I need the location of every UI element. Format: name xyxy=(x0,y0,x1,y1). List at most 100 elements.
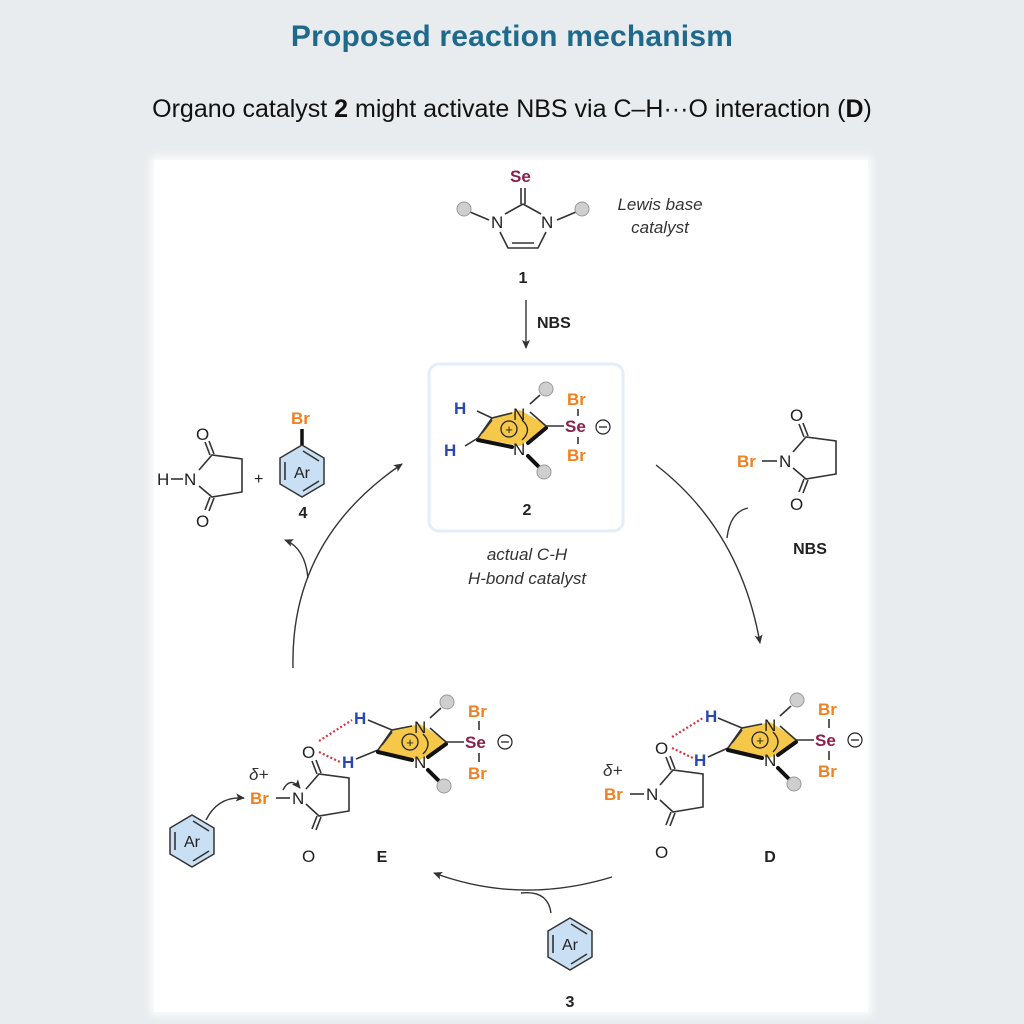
compound-1-caption: Lewis base xyxy=(617,195,702,214)
hydrogen-atom: H xyxy=(705,707,717,726)
imidazolium-ring xyxy=(378,724,448,760)
hydrogen-atom: H xyxy=(694,751,706,770)
nitrogen-atom: N xyxy=(779,452,791,471)
nitrogen-atom: N xyxy=(414,718,426,737)
intermediate-E: Ar δ+ Br N O O H H N N + Se xyxy=(169,694,513,868)
oxygen-atom: O xyxy=(655,739,668,758)
svg-text:+: + xyxy=(756,733,764,748)
oxygen-atom: O xyxy=(790,406,803,425)
hydrogen-atom: H xyxy=(157,470,169,489)
hydrogen-bond xyxy=(671,747,694,759)
substituent-circle xyxy=(786,776,802,792)
nitrogen-atom: N xyxy=(292,789,304,808)
nitrogen-atom: N xyxy=(184,470,196,489)
hydrogen-bond xyxy=(318,751,341,763)
cycle-arrow-2-to-D xyxy=(655,464,763,644)
compound-3: Ar 3 xyxy=(547,917,593,1011)
hydrogen-bond xyxy=(671,717,704,738)
nbs-label: NBS xyxy=(793,541,827,558)
bromine-atom: Br xyxy=(468,764,487,783)
svg-text:+: + xyxy=(406,735,414,750)
arene-label: Ar xyxy=(562,937,579,954)
compound-2-caption: H-bond catalyst xyxy=(468,569,587,588)
plus-sign: + xyxy=(254,471,263,488)
bromine-atom: Br xyxy=(291,409,310,428)
selenium-atom: Se xyxy=(815,731,836,750)
substituent-circle xyxy=(456,201,472,217)
cycle-arrow-E-to-2 xyxy=(292,463,403,669)
nitrogen-atom: N xyxy=(513,440,525,459)
compound-label-2: 2 xyxy=(523,502,532,519)
hydrogen-atom: H xyxy=(354,709,366,728)
arene-label: Ar xyxy=(184,834,201,851)
imidazolium-ring xyxy=(478,410,548,446)
positive-charge-icon xyxy=(751,731,769,749)
substituent-circle xyxy=(538,381,554,397)
oxygen-atom: O xyxy=(196,512,209,531)
bromine-atom: Br xyxy=(567,390,586,409)
intermediate-D: δ+ Br N O O H H N N + Se Br xyxy=(603,692,863,866)
products-group: H N O O + Ar Br 4 xyxy=(157,409,325,531)
substituent-circle xyxy=(574,201,590,217)
oxygen-atom: O xyxy=(302,847,315,866)
delta-plus-label: δ+ xyxy=(603,761,622,780)
plus-sign: + xyxy=(505,422,513,437)
nbs-reagent: Br N O O NBS xyxy=(737,406,837,558)
hydrogen-atom: H xyxy=(342,753,354,772)
hydrogen-atom: H xyxy=(454,399,466,418)
compound-label-3: 3 xyxy=(566,994,575,1011)
oxygen-atom: O xyxy=(655,843,668,862)
bromine-atom: Br xyxy=(818,700,837,719)
catalyst-2-box xyxy=(427,362,625,533)
bromine-atom: Br xyxy=(250,789,269,808)
positive-charge-icon xyxy=(401,733,419,751)
substituent-circle xyxy=(789,692,805,708)
nbs-entry-arrow xyxy=(726,507,749,539)
nitrogen-atom: N xyxy=(513,405,525,424)
subtitle-compound-ref: 2 xyxy=(334,95,349,123)
intermediate-label-E: E xyxy=(377,849,388,866)
substituent-circle xyxy=(439,694,455,710)
compound-1: Se N N Lewis base catalyst 1 xyxy=(456,167,703,287)
delta-plus-label: δ+ xyxy=(249,765,268,784)
subtitle: Organo catalyst 2 might activate NBS via… xyxy=(0,95,1024,124)
bromine-atom: Br xyxy=(737,452,756,471)
bromine-atom: Br xyxy=(567,446,586,465)
selenium-atom: Se xyxy=(565,417,586,436)
arene-3-entry-arrow xyxy=(520,891,552,914)
compound-label-1: 1 xyxy=(519,270,528,287)
reagent-label-nbs: NBS xyxy=(537,315,571,332)
cycle-arrow-D-to-E xyxy=(433,872,613,891)
nitrogen-atom: N xyxy=(646,785,658,804)
selenium-atom: Se xyxy=(465,733,486,752)
bromine-atom: Br xyxy=(468,702,487,721)
nitrogen-atom: N xyxy=(764,751,776,770)
compound-2-caption: actual C-H xyxy=(487,545,568,564)
curly-arrow xyxy=(205,793,245,821)
oxygen-atom: O xyxy=(790,495,803,514)
scheme-panel xyxy=(154,160,868,1012)
imidazolium-ring xyxy=(728,722,798,758)
positive-charge-icon xyxy=(500,420,518,438)
oxygen-atom: O xyxy=(302,743,315,762)
intermediate-label-D: D xyxy=(764,849,776,866)
substituent-circle xyxy=(436,778,452,794)
nitrogen-atom-right: N xyxy=(541,213,553,232)
hydrogen-atom: H xyxy=(444,441,456,460)
product-release-arrow xyxy=(284,539,309,579)
curly-arrow xyxy=(282,779,301,791)
bromine-atom: Br xyxy=(818,762,837,781)
arene-label: Ar xyxy=(294,465,311,482)
negative-charge-icon xyxy=(497,734,513,750)
negative-charge-icon xyxy=(847,732,863,748)
compound-2: N N + H H Se Br Br 2 xyxy=(444,381,611,519)
nitrogen-atom-left: N xyxy=(491,213,503,232)
subtitle-text-3: ) xyxy=(863,95,872,123)
hydrogen-bond xyxy=(318,719,353,742)
subtitle-text-2: might activate NBS via C–H···O interacti… xyxy=(348,95,846,123)
nitrogen-atom: N xyxy=(764,716,776,735)
bromine-atom: Br xyxy=(604,785,623,804)
compound-1-caption: catalyst xyxy=(631,218,690,237)
oxygen-atom: O xyxy=(196,425,209,444)
